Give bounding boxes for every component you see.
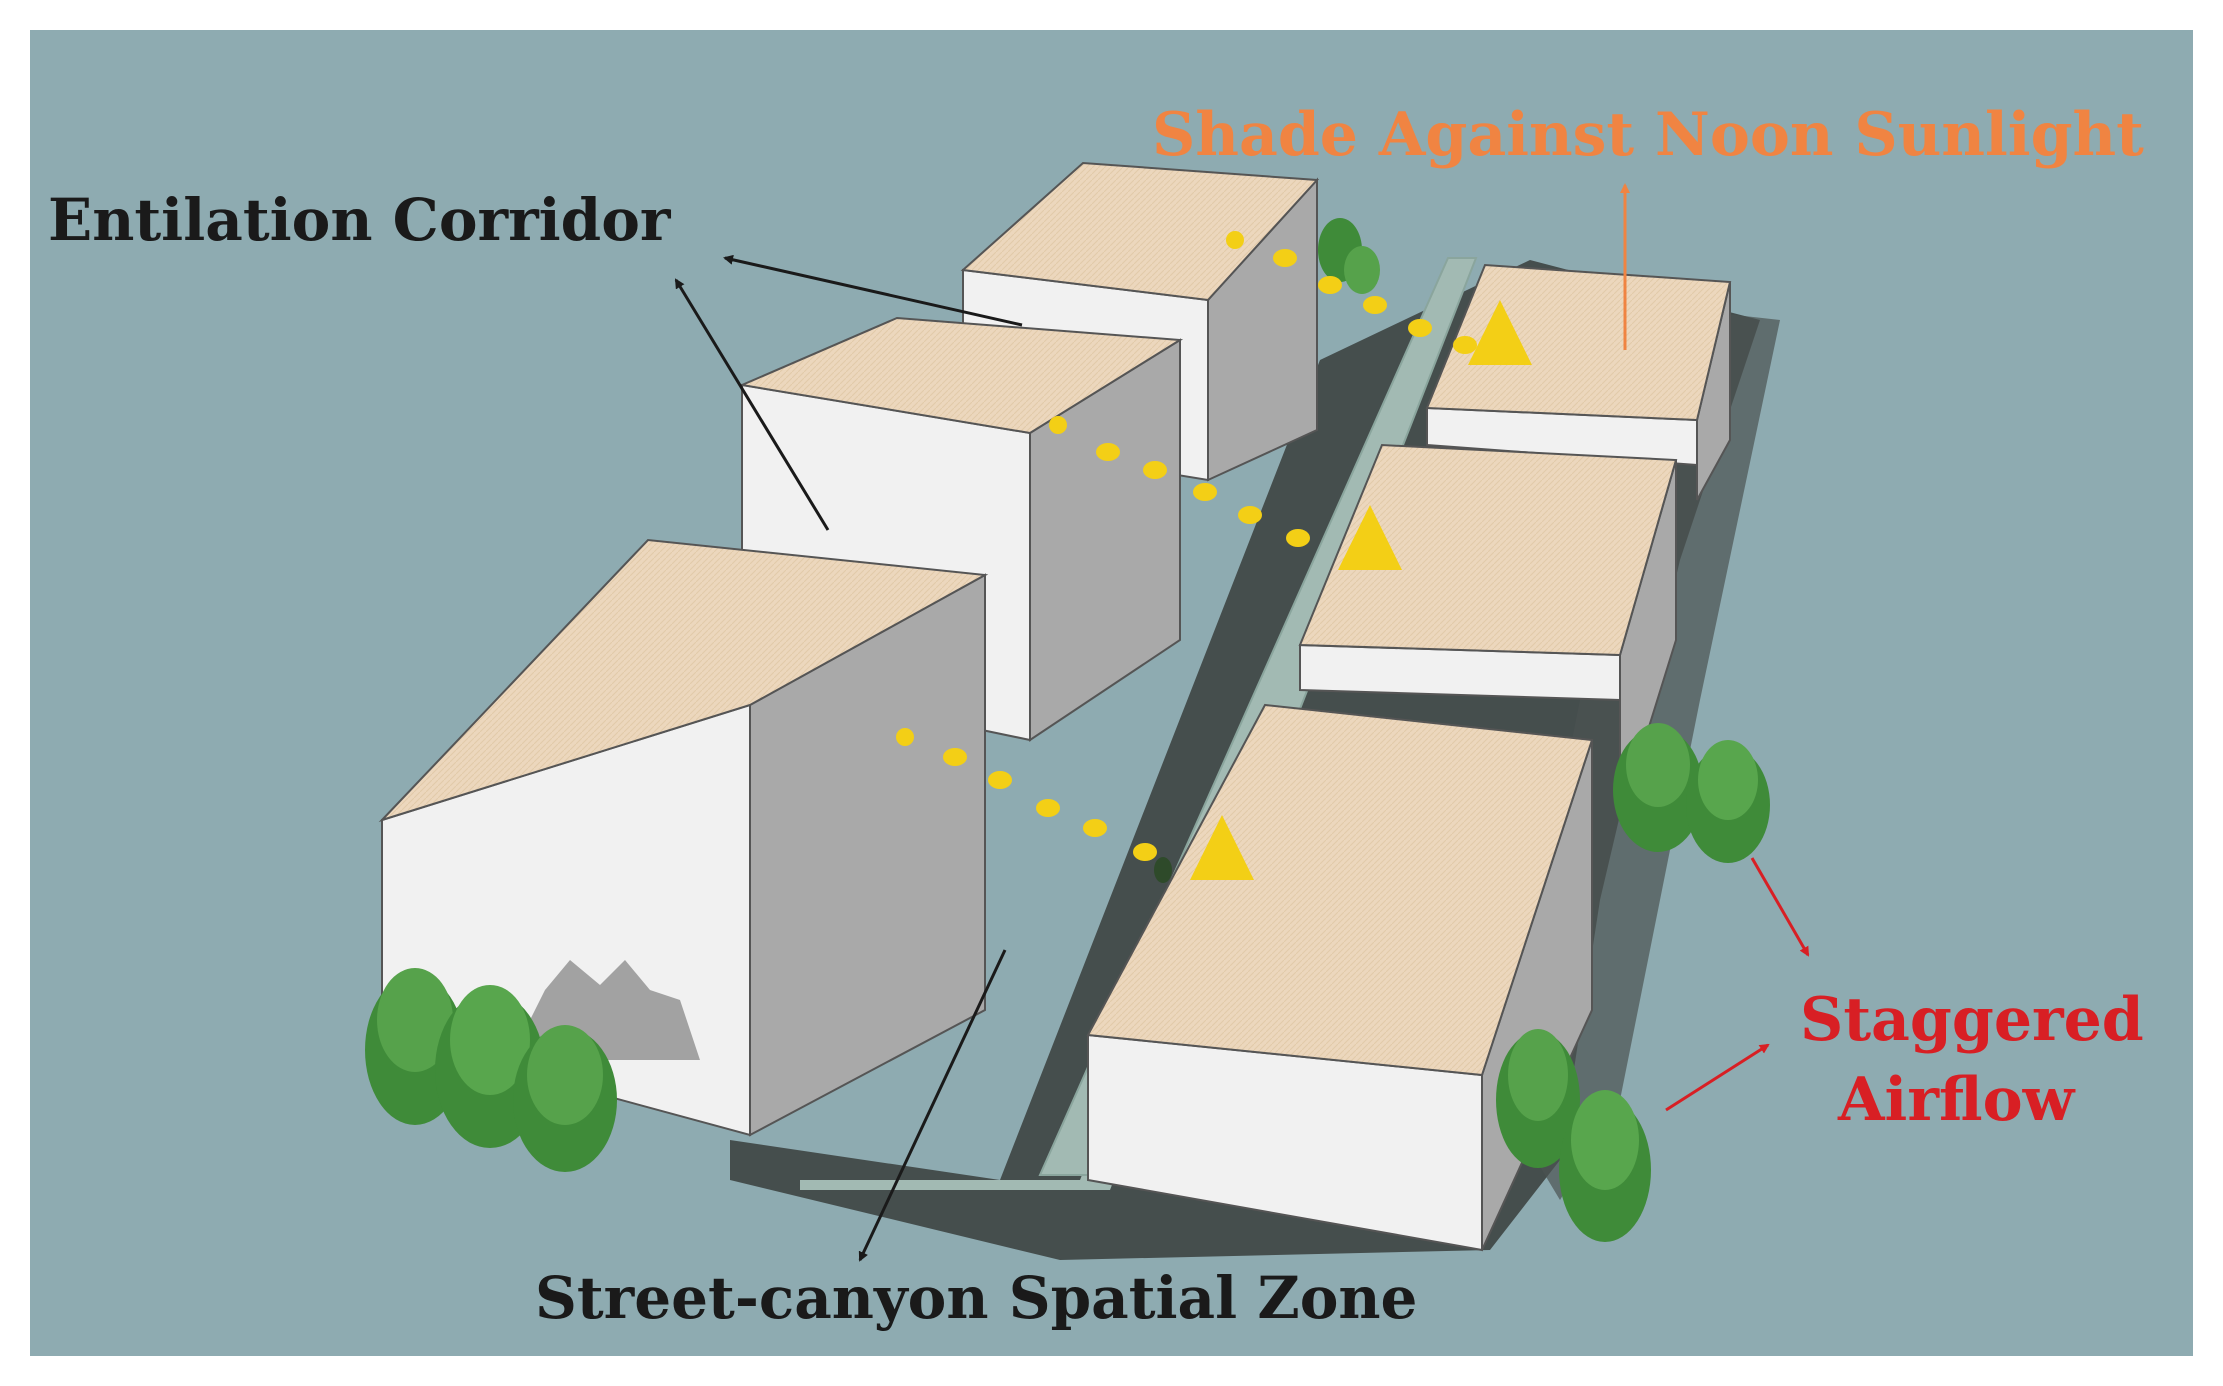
sun-dot-icon: [1133, 843, 1157, 861]
tree-icon: [513, 1025, 617, 1172]
triangle-marker-icon: [1338, 505, 1402, 570]
sun-path-dots: [896, 231, 1477, 861]
sun-dot-icon: [896, 728, 914, 746]
sun-dot-icon: [1318, 276, 1342, 294]
sun-dot-icon: [1286, 529, 1310, 547]
tree-icon: [1318, 218, 1380, 294]
label-airflow: Airflow: [1837, 1065, 2076, 1135]
sun-dot-icon: [1083, 819, 1107, 837]
arrow-icon: [858, 949, 1007, 1262]
sun-dot-icon: [1363, 296, 1387, 314]
sun-dot-icon: [1096, 443, 1120, 461]
tree-icon: [1613, 723, 1703, 852]
tree-icon: [1496, 1029, 1580, 1168]
label-street-canyon: Street-canyon Spatial Zone: [535, 1264, 1417, 1332]
sun-dot-icon: [1143, 461, 1167, 479]
pedestrian-marker-icon: [1154, 857, 1172, 883]
sun-dot-icon: [988, 771, 1012, 789]
sun-dot-icon: [1036, 799, 1060, 817]
sun-dot-icon: [1049, 416, 1067, 434]
arrow-icon: [1665, 1043, 1770, 1112]
roof: [1425, 263, 1732, 422]
sun-dot-icon: [943, 748, 967, 766]
label-staggered: Staggered: [1800, 985, 2144, 1055]
sun-dot-icon: [1238, 506, 1262, 524]
triangle-marker-icon: [1190, 815, 1254, 880]
triangle-marker-icon: [1468, 300, 1532, 365]
building-middle-right: [1298, 443, 1678, 821]
roof: [960, 161, 1320, 302]
sun-dot-icon: [1453, 336, 1477, 354]
arrow-icon: [1750, 857, 1810, 957]
building-back-left: [960, 161, 1320, 482]
label-shade: Shade Against Noon Sunlight: [1152, 100, 2144, 170]
sun-dot-icon: [1193, 483, 1217, 501]
label-ventilation-corridor: Entilation Corridor: [48, 186, 672, 254]
tree-icon: [1686, 740, 1770, 863]
roof: [378, 538, 989, 823]
roof: [1086, 703, 1594, 1077]
sun-dot-icon: [1226, 231, 1244, 249]
tree-icon: [1559, 1090, 1651, 1242]
sun-dot-icon: [1408, 319, 1432, 337]
arrow-icon: [674, 278, 830, 531]
sun-dot-icon: [1273, 249, 1297, 267]
roof: [1298, 443, 1678, 657]
building-back-right: [1425, 263, 1732, 501]
roof: [738, 316, 1184, 435]
sun-markers: [1154, 300, 1532, 883]
arrow-icon: [723, 254, 1023, 327]
